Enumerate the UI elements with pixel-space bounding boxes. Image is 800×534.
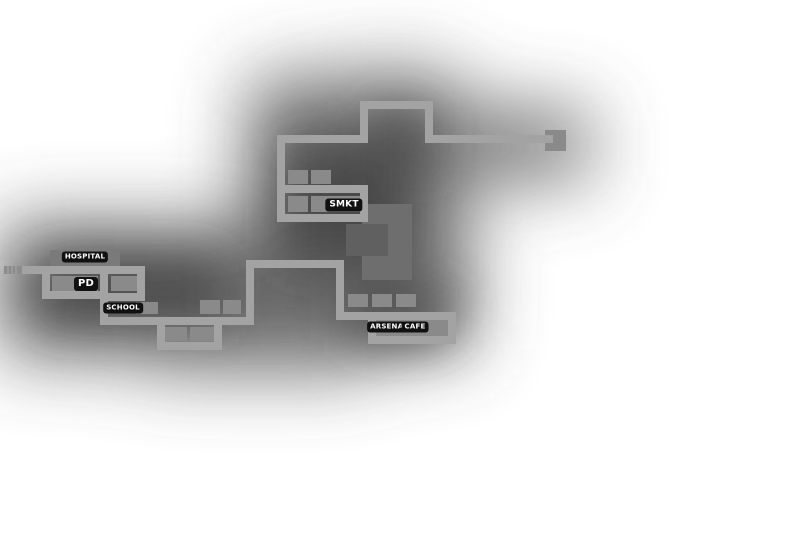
south-room-a bbox=[165, 327, 187, 341]
pd-label[interactable]: PD bbox=[73, 277, 99, 291]
central-road bbox=[100, 260, 456, 344]
cafe-label[interactable]: CAFE bbox=[401, 321, 429, 333]
arsenal-label[interactable]: ARSENAL bbox=[367, 321, 411, 333]
smkt-outline bbox=[277, 101, 553, 222]
arsenal-room-c bbox=[396, 294, 416, 307]
pd-block bbox=[42, 266, 108, 299]
hospital-label[interactable]: HOSPITAL bbox=[61, 251, 109, 263]
school-label[interactable]: SCHOOL bbox=[103, 302, 143, 314]
smkt-room-a bbox=[288, 170, 308, 184]
pd-room-b bbox=[111, 276, 137, 291]
arsenal-room-a bbox=[348, 294, 368, 307]
west-stub bbox=[4, 266, 22, 274]
arsenal-room-b bbox=[372, 294, 392, 307]
school-room-b bbox=[200, 300, 220, 314]
smkt-room-b bbox=[311, 170, 331, 184]
south-block bbox=[157, 317, 222, 350]
smkt-room-c bbox=[288, 196, 308, 212]
smkt-inner-wall bbox=[277, 185, 368, 222]
school-room-c bbox=[223, 300, 241, 314]
smkt-label[interactable]: SMKT bbox=[325, 198, 363, 212]
south-room-b bbox=[190, 327, 214, 341]
smkt-annex-inner bbox=[346, 224, 388, 256]
